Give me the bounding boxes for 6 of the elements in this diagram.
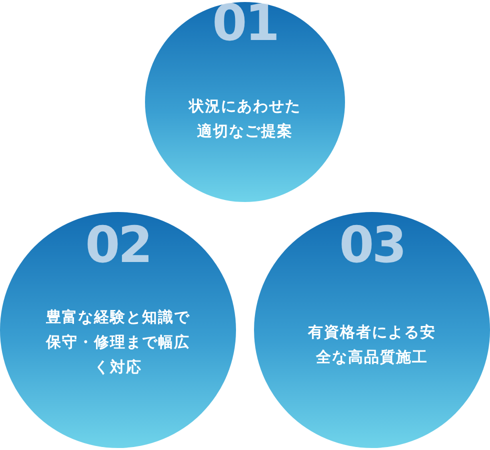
step-number: 01: [212, 0, 278, 50]
step-number: 03: [339, 218, 405, 272]
description: 豊富な経験と知識で保守・修理まで幅広く対応: [44, 307, 191, 378]
step-number: 02: [85, 218, 151, 272]
description: 有資格者による安全な高品質施工: [306, 322, 437, 368]
description: 状況にあわせた適切なご提案: [187, 96, 302, 142]
